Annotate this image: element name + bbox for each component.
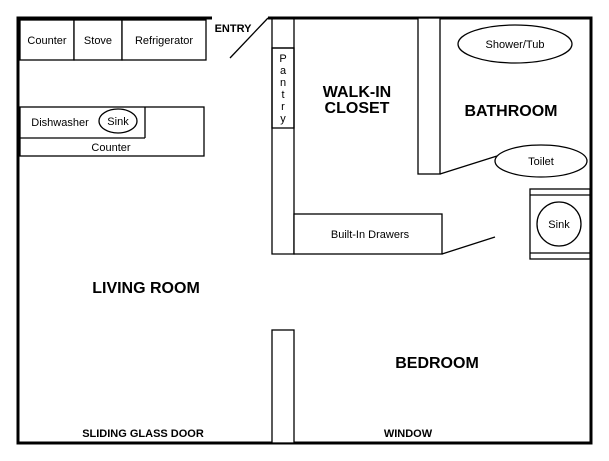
closet-walls bbox=[271, 18, 295, 255]
bathroom-sink bbox=[536, 201, 582, 247]
bathroom-wall bbox=[417, 17, 441, 175]
built-in-drawers-box bbox=[293, 213, 443, 255]
dishwasher-label: Dishwasher bbox=[31, 117, 89, 129]
outer-walls bbox=[16, 16, 593, 445]
refrigerator-box bbox=[121, 19, 207, 61]
toilet-label: Toilet bbox=[528, 156, 554, 168]
bedroom-door-swing bbox=[441, 236, 496, 255]
kitchen-top-counter: Counter Stove Refrigerator bbox=[19, 19, 207, 61]
counter-bottom-label: Counter bbox=[91, 142, 130, 154]
living-room-label: LIVING ROOM bbox=[92, 280, 200, 297]
pantry: P a n t r y bbox=[271, 47, 295, 129]
window-label: WINDOW bbox=[384, 428, 433, 440]
shower-tub-label: Shower/Tub bbox=[486, 39, 545, 51]
pantry-letter-p: P bbox=[279, 53, 286, 65]
pantry-letter-a: a bbox=[280, 65, 287, 77]
entry-door-swing bbox=[229, 17, 269, 59]
bathroom-door-swing bbox=[439, 155, 498, 175]
pantry-letter-r: r bbox=[281, 101, 285, 113]
bathroom-sink-label: Sink bbox=[548, 219, 570, 231]
closet-label-line2: CLOSET bbox=[325, 100, 390, 117]
kitchen-sink-label: Sink bbox=[107, 116, 129, 128]
bathroom-label: BATHROOM bbox=[464, 103, 557, 120]
closet-label-line1: WALK-IN bbox=[323, 84, 391, 101]
refrigerator-label: Refrigerator bbox=[135, 35, 193, 47]
partition-wall bbox=[271, 329, 295, 444]
pantry-letter-n: n bbox=[280, 77, 286, 89]
pantry-letter-y: y bbox=[280, 113, 286, 125]
shower-tub bbox=[457, 24, 573, 64]
kitchen-island: Dishwasher Sink Counter bbox=[19, 106, 205, 157]
stove-label: Stove bbox=[84, 35, 112, 47]
entry-label: ENTRY bbox=[215, 23, 253, 35]
sliding-glass-door-label: SLIDING GLASS DOOR bbox=[82, 428, 204, 440]
built-in-drawers-label: Built-In Drawers bbox=[331, 229, 410, 241]
kitchen-sink bbox=[98, 108, 138, 134]
toilet bbox=[494, 144, 588, 178]
bedroom-label: BEDROOM bbox=[395, 355, 479, 372]
pantry-letter-t: t bbox=[281, 89, 284, 101]
counter-top-label: Counter bbox=[27, 35, 66, 47]
